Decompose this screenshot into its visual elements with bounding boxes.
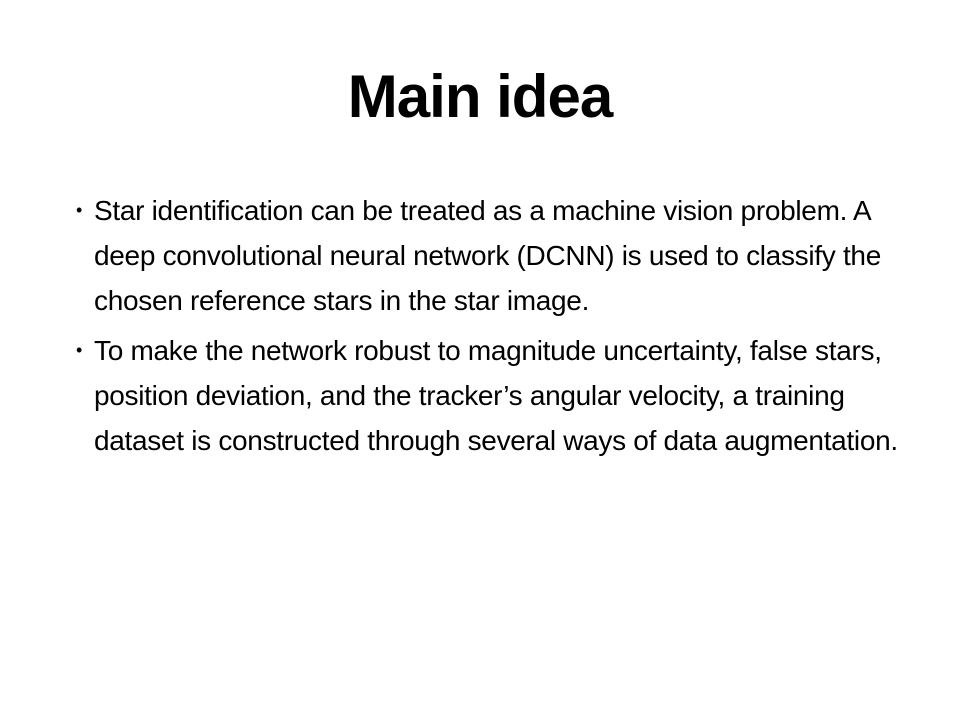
bullet-marker-icon: •: [76, 340, 83, 360]
slide-title: Main idea: [347, 63, 613, 130]
bullet-item: • Star identification can be treated as …: [76, 188, 906, 323]
bullet-text: To make the network robust to magnitude …: [94, 335, 898, 456]
bullet-text: Star identification can be treated as a …: [94, 195, 881, 316]
bullet-item: • To make the network robust to magnitud…: [76, 328, 906, 463]
bullet-marker-icon: •: [76, 200, 83, 220]
bullet-list: • Star identification can be treated as …: [52, 188, 908, 463]
